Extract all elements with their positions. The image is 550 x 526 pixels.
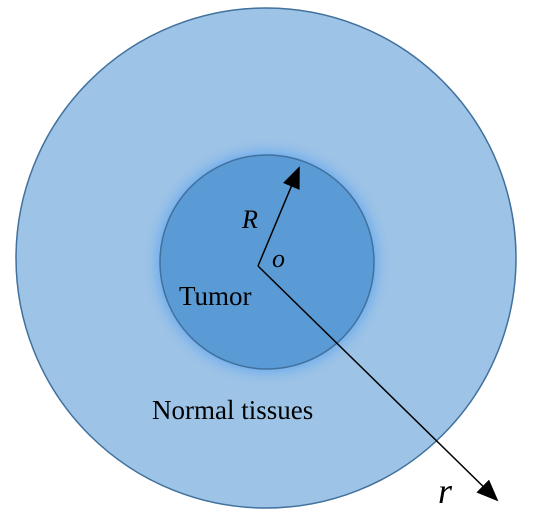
- tumor-circle: [159, 154, 375, 370]
- tumor-label: Tumor: [179, 281, 252, 311]
- normal-tissues-label: Normal tissues: [152, 395, 313, 425]
- tumor-radius-arrow: [257, 166, 300, 267]
- radial-coordinate-arrow: [257, 265, 499, 502]
- radius-label: R: [241, 205, 258, 234]
- radial-coordinate-label: r: [438, 471, 453, 511]
- origin-label: o: [272, 244, 285, 273]
